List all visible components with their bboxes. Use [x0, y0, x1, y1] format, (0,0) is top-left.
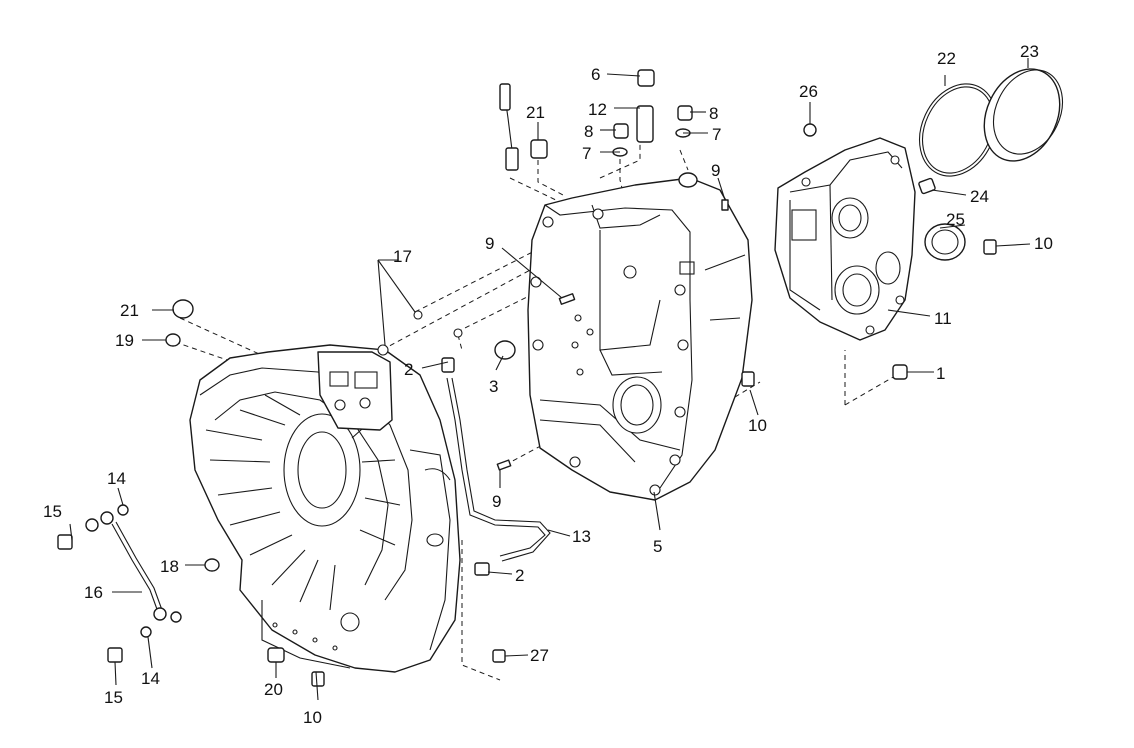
- callout-label: 6: [591, 65, 600, 84]
- callout-label: 17: [393, 247, 412, 266]
- rear-cover-housing: [774, 137, 916, 341]
- callout-label: 13: [572, 527, 591, 546]
- callout-label: 8: [709, 104, 718, 123]
- callout-label: 12: [588, 100, 607, 119]
- callout-label: 9: [492, 492, 501, 511]
- callout-label: 18: [160, 557, 179, 576]
- small-parts: [57, 68, 1064, 687]
- callout-label: 1: [936, 364, 945, 383]
- callout-label: 10: [303, 708, 322, 727]
- callout-label: 10: [1034, 234, 1053, 253]
- callout-label: 21: [526, 103, 545, 122]
- callout-label: 2: [404, 360, 413, 379]
- callout-label: 14: [107, 469, 126, 488]
- callout-label: 16: [84, 583, 103, 602]
- callout-label: 25: [946, 210, 965, 229]
- callout-label: 3: [489, 377, 498, 396]
- callout-label: 27: [530, 646, 549, 665]
- callout-label: 23: [1020, 42, 1039, 61]
- callout-label: 7: [582, 144, 591, 163]
- callout-label: 15: [104, 688, 123, 707]
- callout-label: 10: [748, 416, 767, 435]
- callout-label: 9: [485, 234, 494, 253]
- bell-housing: [189, 344, 461, 673]
- callout-label: 24: [970, 187, 989, 206]
- callout-label: 22: [937, 49, 956, 68]
- callout-label: 9: [711, 161, 720, 180]
- callout-label: 11: [934, 309, 952, 328]
- oil-tube: [446, 377, 551, 562]
- transmission-housing: [527, 172, 753, 501]
- callout-label: 5: [653, 537, 662, 556]
- callout-label: 19: [115, 331, 134, 350]
- callout-label: 26: [799, 82, 818, 101]
- callout-labels: 1 2 2 3 5 6 7 7 8 8 9 9 9 10 10 10 11 12…: [43, 42, 1053, 727]
- callout-label: 7: [712, 125, 721, 144]
- callout-label: 8: [584, 122, 593, 141]
- callout-label: 15: [43, 502, 62, 521]
- callout-label: 20: [264, 680, 283, 699]
- callout-label: 2: [515, 566, 524, 585]
- callout-label: 14: [141, 669, 160, 688]
- callout-label: 21: [120, 301, 139, 320]
- leader-lines: [69, 58, 1031, 701]
